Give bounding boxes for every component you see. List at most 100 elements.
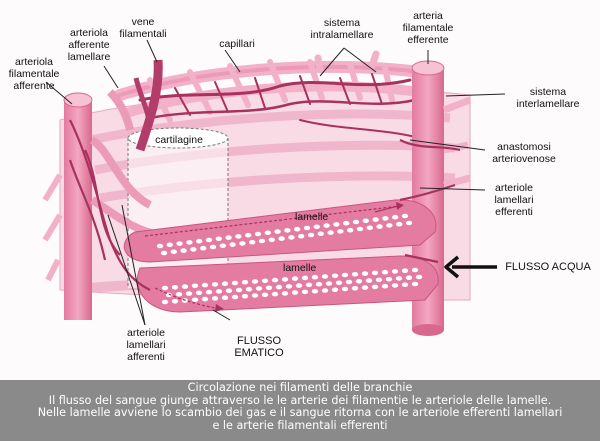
lamella-pore bbox=[211, 296, 219, 301]
lamella-pore bbox=[376, 224, 383, 229]
lamella-pore bbox=[327, 230, 334, 235]
label-anastomosi-arteriovenose: anastomosi arteriovenose bbox=[492, 141, 556, 165]
lamella-pore bbox=[313, 224, 320, 230]
lamella-pore bbox=[180, 248, 187, 253]
caption-line-3: e le arterie filamentali efferenti bbox=[212, 418, 388, 432]
lamella-pore bbox=[258, 238, 266, 244]
lamella-pore bbox=[361, 285, 369, 290]
lamella-pore bbox=[291, 276, 299, 281]
label-leaders bbox=[45, 39, 506, 326]
lamella-pore bbox=[325, 281, 333, 286]
lamella-pore bbox=[165, 292, 173, 298]
lamella-pore bbox=[239, 241, 246, 246]
lamella-pore bbox=[171, 285, 179, 290]
lamella-pore bbox=[321, 288, 329, 293]
lamella-pore bbox=[391, 283, 399, 288]
lamella-pore bbox=[315, 281, 323, 287]
flow-arrows bbox=[154, 202, 497, 321]
lamella-pore bbox=[264, 230, 271, 236]
lamella-pore bbox=[343, 220, 350, 226]
lamella-pore bbox=[271, 277, 279, 283]
lamella-pore bbox=[209, 244, 217, 250]
lamella-pore bbox=[215, 236, 222, 242]
lamella-pore bbox=[341, 272, 349, 278]
lamella-pore bbox=[181, 284, 189, 289]
lamella-pore bbox=[190, 247, 197, 252]
lamella-pore bbox=[231, 294, 239, 300]
lamella-pore bbox=[361, 271, 369, 276]
lamella-pore bbox=[221, 295, 229, 301]
lamella-pore bbox=[251, 293, 259, 298]
lamella-pore bbox=[166, 242, 173, 248]
lamella-pore bbox=[265, 285, 273, 291]
lamella-pore bbox=[305, 282, 313, 288]
lamella-pore bbox=[235, 234, 242, 239]
lamella-pore bbox=[161, 299, 169, 305]
lamella-pore bbox=[231, 280, 239, 286]
lamella-pore bbox=[191, 283, 199, 289]
label-sistema-intralamellare: sistema intralamellare bbox=[310, 17, 374, 41]
label-capillari: capillari bbox=[219, 38, 255, 50]
lamella-pore bbox=[278, 236, 285, 241]
lamella-pore bbox=[176, 241, 183, 246]
lamella-pore bbox=[401, 213, 409, 219]
lamella-pore bbox=[295, 283, 303, 288]
lamella-pore bbox=[405, 220, 413, 226]
lamella-pore bbox=[191, 297, 199, 303]
lamella-pore bbox=[245, 286, 253, 292]
label-flusso-acqua: FLUSSO ACQUA bbox=[505, 261, 591, 273]
lamella-pore bbox=[352, 219, 360, 225]
lamella-pore bbox=[249, 239, 256, 245]
label-arteriole-lamellari-afferenti: arteriole lamellari afferenti bbox=[126, 327, 166, 363]
lamella-pore bbox=[215, 289, 223, 294]
lamella-pore bbox=[285, 284, 293, 289]
lamella-pore bbox=[241, 293, 249, 299]
cartilage-rod bbox=[127, 127, 229, 288]
lamella-pore bbox=[254, 231, 262, 237]
lamella-pore bbox=[366, 225, 373, 231]
lamella-pore bbox=[281, 277, 289, 282]
lamella-pore bbox=[311, 274, 319, 280]
lamella-pore bbox=[261, 278, 269, 284]
lamella-pore bbox=[261, 292, 269, 298]
lamella-pore bbox=[333, 222, 340, 227]
lamella-pore bbox=[385, 276, 393, 282]
lamella-pore bbox=[205, 289, 213, 295]
lamella-pore bbox=[395, 276, 403, 281]
label-cartilagine: cartilagine bbox=[155, 134, 203, 146]
lamella-pore bbox=[331, 287, 339, 293]
lamella-pore bbox=[225, 235, 232, 240]
lamella-pore bbox=[307, 232, 315, 238]
lamella-pore bbox=[219, 243, 226, 249]
caption-box: Circolazione nei filamenti delle branchi… bbox=[0, 380, 600, 441]
lamella-pore bbox=[331, 273, 339, 279]
label-arteria-filamentale-efferente: arteria filamentale efferente bbox=[402, 10, 454, 46]
lamella-pore bbox=[311, 288, 319, 294]
label-vene-filamentali: vene filamentali bbox=[119, 16, 167, 40]
caption-title: Circolazione nei filamenti delle branchi… bbox=[187, 381, 413, 394]
lamella-pore bbox=[351, 272, 359, 277]
afferent-filamental-arteriole bbox=[42, 92, 161, 320]
lamellar-arterioles bbox=[69, 119, 456, 291]
lamella-pore bbox=[161, 285, 169, 291]
label-lamelle-lower: lamelle bbox=[283, 262, 317, 274]
lamella-pore bbox=[160, 250, 168, 256]
lamella-pore bbox=[170, 249, 177, 255]
lamella-pore bbox=[405, 275, 413, 281]
lamella-pore bbox=[196, 238, 203, 244]
lamella-pore bbox=[205, 237, 213, 243]
lamella-pore bbox=[301, 289, 309, 295]
lamella-pore bbox=[323, 223, 330, 228]
gill-filament-diagram bbox=[42, 39, 506, 336]
caption-line-2: Nelle lamelle avviene lo scambio dei gas… bbox=[37, 406, 563, 420]
lamella-pore bbox=[345, 279, 353, 285]
lamella-pore bbox=[200, 245, 207, 251]
lamella-pore bbox=[411, 267, 419, 273]
lamella-pore bbox=[337, 229, 344, 234]
lamella-pore bbox=[298, 233, 305, 239]
lamella-pore bbox=[245, 232, 252, 238]
caption-line-1: Il flusso del sangue giunge attraverso l… bbox=[48, 393, 552, 407]
lamella-pore bbox=[381, 283, 389, 289]
lamella-pore bbox=[185, 291, 193, 296]
lamella-pore bbox=[362, 218, 369, 224]
